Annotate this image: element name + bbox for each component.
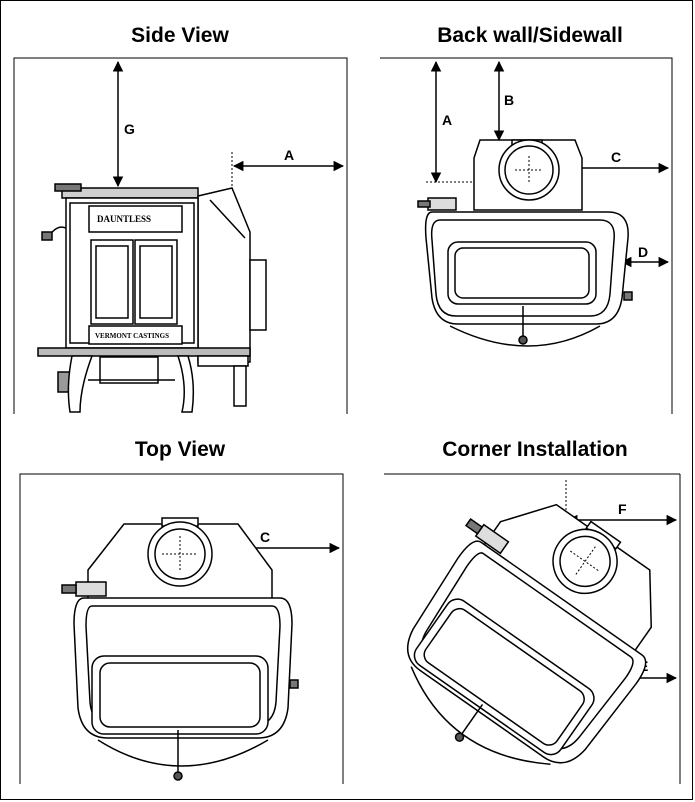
back-wall-title: Back wall/Sidewall [437, 24, 623, 47]
stove-top-view-drawing [61, 517, 299, 781]
top-view-panel: C [19, 473, 344, 784]
dimension-g-label: G [124, 121, 135, 137]
back-wall-panel: A B C D [380, 57, 673, 414]
stove-corner-drawing [406, 503, 653, 765]
dimension-d-label: D [638, 244, 648, 260]
dimension-f-label: F [618, 501, 627, 517]
corner-installation-panel: F E [384, 473, 681, 784]
dimension-a-label: A [284, 147, 294, 163]
dimension-b-label: B [504, 92, 514, 108]
stove-side-drawing: DAUNTLESS VERMONT CASTINGS [37, 183, 267, 413]
badge-bottom-text: VERMONT CASTINGS [95, 332, 169, 340]
side-view-panel: G A DAUNTLESS VERMONT CASTINGS [13, 57, 348, 414]
badge-top-text: DAUNTLESS [97, 214, 151, 224]
dimension-c-label: C [611, 149, 621, 165]
top-view-title: Top View [134, 438, 226, 461]
side-view-title: Side View [131, 24, 229, 47]
stove-top-drawing [417, 139, 633, 347]
dimension-c-label: C [260, 529, 270, 545]
dimension-a-label: A [442, 112, 452, 128]
corner-installation-title: Corner Installation [442, 438, 628, 461]
